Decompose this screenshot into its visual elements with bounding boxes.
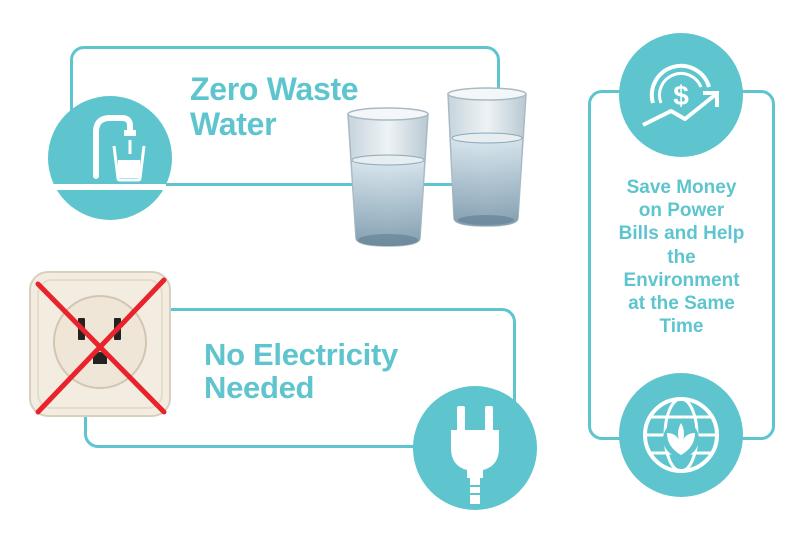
savings-line-3: Bills and Help [618, 223, 745, 245]
water-glasses-icon [347, 87, 527, 247]
electricity-heading-line2: Needed [204, 370, 315, 406]
electricity-heading-line1: No Electricity [204, 337, 398, 372]
savings-text: Save Money on Power Bills and Help the E… [595, 176, 768, 338]
savings-line-7: Time [659, 316, 704, 338]
crossed-outlet-icon [29, 271, 171, 417]
savings-line-6: at the Same [628, 292, 735, 314]
savings-line-5: Environment [623, 269, 740, 291]
power-plug-icon [451, 406, 499, 504]
water-heading-line1: Zero Waste [190, 71, 359, 107]
svg-text:$: $ [673, 80, 689, 111]
water-heading-line2: Water [190, 105, 277, 142]
savings-line-4: the [667, 246, 696, 268]
savings-line-1: Save Money [626, 177, 737, 198]
faucet-glass-icon [54, 115, 166, 190]
electricity-heading: No Electricity Needed [204, 338, 398, 405]
water-heading: Zero Waste Water [190, 71, 359, 142]
dollar-growth-icon: $ [642, 63, 719, 127]
savings-line-2: on Power [638, 200, 725, 222]
dollar-icon-circle [619, 33, 743, 157]
globe-leaf-icon [643, 397, 719, 473]
